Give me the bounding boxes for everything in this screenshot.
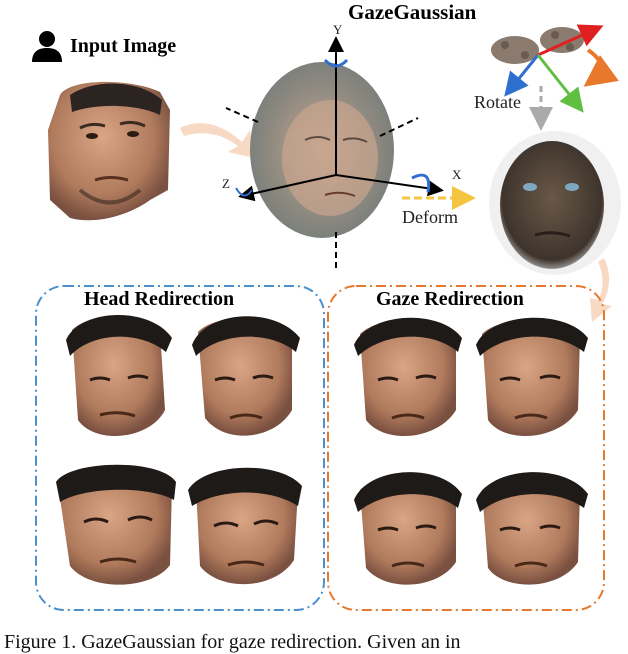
figure-caption: Figure 1. GazeGaussian for gaze redirect… [4, 631, 461, 653]
deform-label: Deform [402, 207, 458, 227]
user-icon [32, 31, 62, 62]
head-redirection-panel [35, 285, 325, 611]
head-face-3 [56, 464, 176, 585]
axis-y-label: Y [333, 22, 343, 37]
gaze-face-1 [354, 317, 462, 437]
flow-arrow-gaze [590, 258, 612, 322]
rotate-y-icon [323, 58, 349, 68]
head-panel-title: Head Redirection [80, 288, 239, 311]
input-image-header: Input Image [30, 28, 176, 64]
input-face-image [48, 81, 170, 221]
gaze-face-3 [354, 472, 462, 585]
axis-z-label: Z [222, 176, 230, 191]
input-image-label: Input Image [70, 34, 177, 57]
gaussian-cluster [491, 24, 619, 131]
rotate-label: Rotate [474, 92, 521, 112]
rendered-avatar [489, 131, 621, 275]
rotate-x-icon [411, 173, 431, 193]
gaze-panel-title: Gaze Redirection [372, 288, 528, 311]
axes [225, 36, 444, 272]
rotate-arrow [583, 48, 619, 87]
gaze-face-2 [476, 317, 588, 437]
flow-arrow-input [180, 123, 254, 158]
head-face-2 [192, 316, 300, 436]
gaze-redirection-panel [327, 285, 605, 611]
gaze-face-4 [476, 472, 588, 585]
main-title: GazeGaussian [348, 0, 477, 24]
head-face-1 [66, 314, 172, 437]
axis-x-label: X [452, 167, 462, 182]
head-face-4 [188, 467, 302, 585]
rotate-z-icon [235, 187, 253, 197]
gaussian-point-cloud [250, 62, 394, 238]
